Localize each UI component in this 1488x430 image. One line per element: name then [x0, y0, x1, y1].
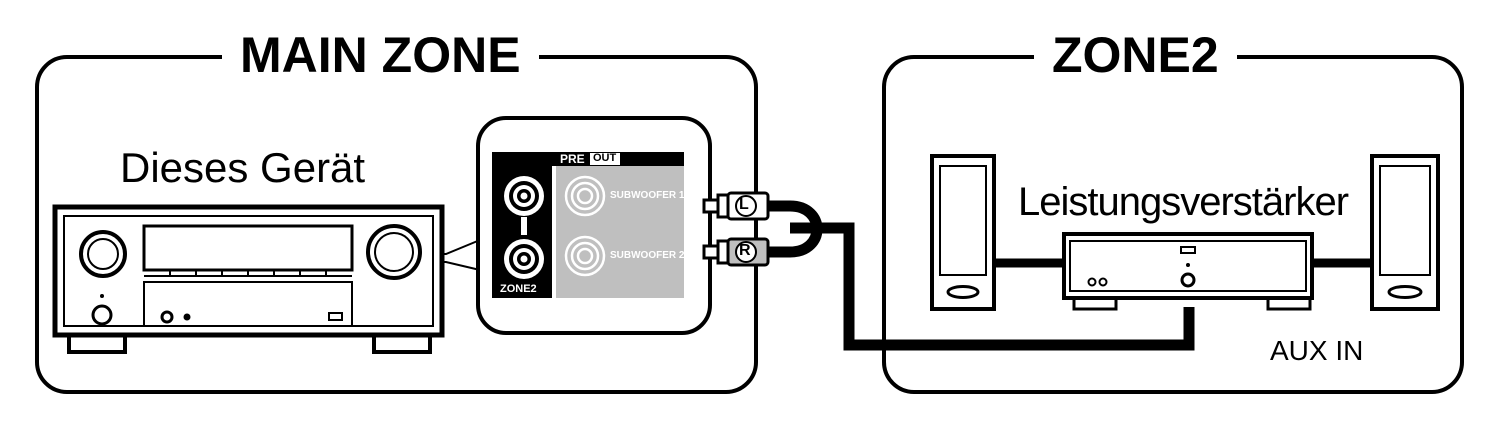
amp-display: [1180, 246, 1196, 254]
subwoofer1-jack: [564, 175, 606, 217]
out-label: OUT: [593, 152, 617, 164]
aux-in-label: AUX IN: [1270, 335, 1364, 366]
speaker-left: [930, 154, 996, 311]
display-window: [142, 224, 354, 272]
rca-cable: [702, 191, 1195, 351]
subwoofer2-label: SUBWOOFER 2: [610, 250, 685, 261]
callout-line: [442, 239, 481, 255]
power-amplifier: [1062, 232, 1314, 311]
main-zone-title: MAIN ZONE: [222, 30, 539, 80]
subwoofer1-label: SUBWOOFER 1: [610, 190, 685, 201]
pre-label: PRE: [560, 152, 585, 166]
setup-mic-jack: [183, 313, 191, 321]
front-panel-lower: [143, 281, 353, 327]
av-receiver: [52, 204, 445, 354]
pre-out-header: [492, 152, 684, 166]
out-badge: [590, 153, 620, 165]
headphone-jack: [160, 310, 174, 324]
device-label: Dieses Gerät: [120, 144, 366, 191]
cable-left-label: L: [739, 196, 749, 213]
power-button: [91, 304, 113, 326]
subwoofer2-jack: [564, 235, 606, 277]
rca-plug-right: [702, 237, 770, 267]
subwoofer-area: [556, 166, 684, 298]
usb-port: [328, 312, 343, 321]
speaker-right: [1370, 154, 1440, 311]
pre-out-panel: [476, 116, 712, 335]
amp-power-button: [1180, 272, 1196, 288]
power-indicator: [100, 294, 104, 298]
cable-right-label: R: [739, 242, 751, 259]
zone2-jack-label: ZONE2: [500, 283, 537, 295]
zone2-title: ZONE2: [1034, 30, 1237, 80]
amplifier-label: Leistungsverstärker: [1018, 180, 1349, 224]
rca-plug-left: [702, 191, 770, 221]
